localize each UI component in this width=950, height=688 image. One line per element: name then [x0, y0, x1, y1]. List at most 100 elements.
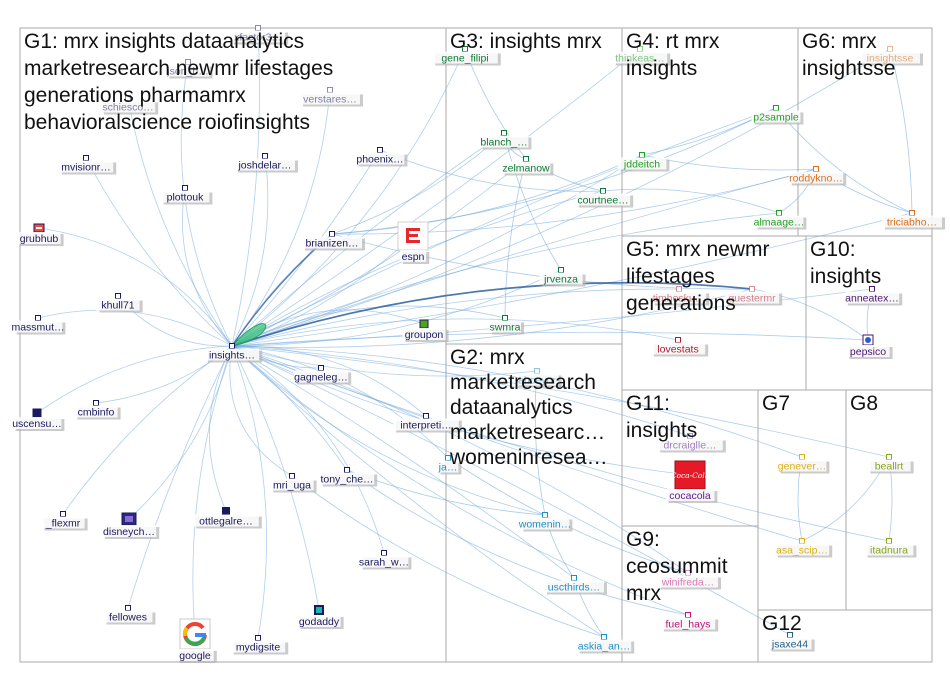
node-jsonb[interactable]: json_b… [166, 59, 213, 79]
node-google[interactable]: google [176, 618, 217, 663]
node-label: fellowes [109, 612, 147, 624]
group-title-line: generations pharmamrx [24, 84, 246, 107]
node-fuelhays[interactable]: fuel_hays [660, 612, 719, 632]
node-insightsse[interactable]: insightsse [860, 46, 923, 66]
node-label-bg [724, 291, 780, 304]
node-triciabho[interactable]: triciabho… [882, 210, 945, 230]
node-timhosku[interactable]: timhosku… [651, 286, 710, 306]
node-label-bg [777, 459, 827, 472]
node-marker [887, 46, 893, 52]
node-zelmanow[interactable]: zelmanow [501, 156, 554, 176]
group-title-line: G6: mrx [802, 30, 877, 53]
node-uscensu[interactable]: uscensu… [12, 408, 65, 431]
node-disneych[interactable]: disneych… [101, 512, 160, 539]
edge-insights-p2sample [231, 107, 777, 347]
node-genefilipi[interactable]: gene_filipi [432, 46, 501, 66]
edge-insights-zelmanow [231, 158, 527, 347]
node-asascip[interactable]: asa_scip… [774, 538, 833, 558]
edge-insights-pepsico [231, 331, 869, 347]
node-jrvenza[interactable]: jrvenza [539, 267, 586, 287]
node-label: uscensu… [12, 418, 62, 430]
node-mydigsite[interactable]: mydigsite [230, 635, 289, 655]
node-groupon[interactable]: groupon [402, 319, 449, 342]
node-cmbinfo[interactable]: cmbinfo [74, 400, 121, 420]
group-title-line: marketresearch newmr lifestages [24, 57, 333, 80]
edge-insights-flexmr [62, 345, 233, 515]
node-jddeitch[interactable]: jddeitch [617, 152, 670, 172]
node-marker [571, 575, 577, 581]
node-swmra[interactable]: swmra [489, 315, 524, 335]
group-title-line: G5: mrx newmr [626, 238, 770, 261]
node-courtnee[interactable]: courtnee… [575, 188, 634, 208]
group-title-g7: G7 [762, 392, 790, 415]
node-uscthirds[interactable]: uscthirds… [544, 575, 607, 595]
node-thinkeas[interactable]: thinkeas… [612, 46, 671, 66]
node-blanch[interactable]: blanch_… [479, 130, 532, 150]
edge-insights-plottouk [182, 187, 233, 347]
node-lovestats[interactable]: lovestats [650, 337, 709, 357]
node-label-bg [300, 92, 360, 105]
node-pepsico[interactable]: pepsico [846, 334, 893, 359]
node-anneatex[interactable]: anneatex… [844, 286, 903, 306]
node-tonyche[interactable]: tony_che… [319, 467, 378, 487]
node-label: fuel_hays [666, 619, 711, 631]
node-ottlegalre[interactable]: ottlegalre… [193, 507, 262, 529]
node-espn[interactable]: espn [397, 221, 430, 264]
node-godaddy[interactable]: godaddy [297, 605, 344, 629]
node-mvision[interactable]: mvisionr… [58, 155, 117, 175]
node-xfactor[interactable]: xfactor3… [230, 25, 289, 45]
node-questermr[interactable]: questermr [724, 286, 783, 306]
node-gagneleg[interactable]: gagneleg… [293, 365, 352, 385]
node-phoenix[interactable]: phoenix… [355, 147, 408, 167]
node-brianizen[interactable]: brianizen… [302, 231, 365, 251]
node-beallrt[interactable]: beallrt [867, 454, 914, 474]
group-title-g12: G12 [762, 612, 802, 635]
node-womenin[interactable]: womenin… [518, 512, 573, 532]
node-aboeynr[interactable]: aboeynr [515, 368, 562, 388]
node-joshdelar[interactable]: joshdelar… [235, 153, 298, 173]
node-massmut[interactable]: massmut… [11, 315, 66, 335]
node-label: groupon [405, 329, 444, 341]
node-marker [685, 612, 691, 618]
node-genever[interactable]: genever… [777, 454, 830, 474]
node-khull71[interactable]: khull71 [96, 293, 143, 313]
node-grubhub[interactable]: grubhub [17, 223, 64, 246]
edge-insights-jrvenza [231, 269, 562, 347]
node-jsaxe44[interactable]: jsaxe44 [768, 632, 815, 652]
node-marker [93, 400, 99, 406]
node-winifreda[interactable]: winifreda… [658, 570, 721, 590]
node-marker [542, 512, 548, 518]
node-label-bg [846, 345, 890, 357]
grubhub-logo-icon [33, 223, 45, 233]
node-drcraiglle[interactable]: drcraiglle… [657, 433, 726, 453]
node-itadnura[interactable]: itadnura [864, 538, 917, 558]
node-label: google [179, 650, 211, 662]
node-schiesco[interactable]: schiesco… [100, 95, 159, 115]
group-title-line: ceosummit [626, 555, 728, 578]
node-sarahw[interactable]: sarah_w… [359, 550, 412, 570]
node-almaage[interactable]: almaage… [754, 210, 807, 230]
node-interpreti[interactable]: interpreti… [393, 413, 462, 433]
node-verstares[interactable]: verstares… [300, 87, 363, 107]
group-title-line: G1: mrx insights dataanalytics [24, 30, 304, 53]
edge-aboeynr-womenin [534, 370, 546, 516]
node-flexmr[interactable]: _flexmr [41, 511, 88, 531]
node-label: verstares… [303, 94, 357, 106]
node-label-bg [193, 514, 259, 527]
node-fellowes[interactable]: fellowes [103, 605, 156, 625]
group-title-line: lifestages [626, 265, 715, 288]
node-plottouk[interactable]: plottouk [160, 185, 213, 205]
node-marker [35, 315, 41, 321]
group-title-line: mrx [626, 582, 661, 605]
node-roddykno[interactable]: roddykno… [788, 166, 847, 186]
disney-logo-icon [121, 512, 137, 526]
node-label: lovestats [657, 344, 698, 356]
node-askiaan[interactable]: askia_an… [576, 634, 635, 654]
node-marker [749, 286, 755, 292]
node-mriuga[interactable]: mri_uga [270, 473, 317, 493]
node-ja[interactable]: ja… [437, 455, 462, 475]
node-insights[interactable]: insights… [204, 343, 263, 363]
node-p2sample[interactable]: p2sample [751, 105, 804, 125]
group-title-line: G4: rt mrx [626, 30, 720, 53]
